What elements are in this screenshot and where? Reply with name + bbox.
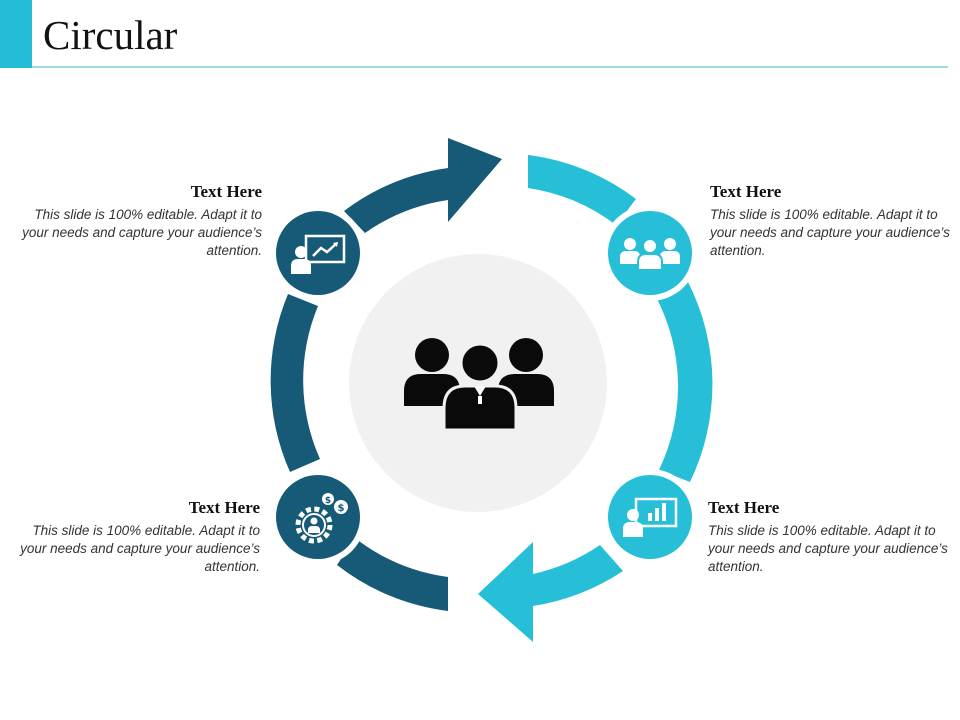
business-team-icon xyxy=(404,338,554,432)
money-gear-icon: $ $ xyxy=(295,493,348,544)
text-block-body: This slide is 100% editable. Adapt it to… xyxy=(20,523,260,574)
text-block-top-right: Text Here This slide is 100% editable. A… xyxy=(710,181,950,260)
text-block-heading: Text Here xyxy=(188,498,260,517)
ring-segment-bottom-left xyxy=(337,538,448,611)
svg-text:$: $ xyxy=(338,503,345,514)
ring-segment-right xyxy=(656,282,713,482)
slide-title: Circular xyxy=(43,12,178,58)
ring-segment-left xyxy=(270,294,320,472)
text-block-bottom-left: Text Here This slide is 100% editable. A… xyxy=(20,497,260,576)
presenter-bar-chart-icon xyxy=(623,497,678,537)
team-group-icon xyxy=(620,238,680,271)
text-block-body: This slide is 100% editable. Adapt it to… xyxy=(22,207,262,258)
title-underline xyxy=(32,66,948,68)
text-block-top-left: Text Here This slide is 100% editable. A… xyxy=(22,181,262,260)
text-block-heading: Text Here xyxy=(708,498,780,517)
text-block-heading: Text Here xyxy=(190,182,262,201)
svg-text:$: $ xyxy=(325,496,331,506)
text-block-body: This slide is 100% editable. Adapt it to… xyxy=(708,523,948,574)
text-block-bottom-right: Text Here This slide is 100% editable. A… xyxy=(708,497,948,576)
text-block-body: This slide is 100% editable. Adapt it to… xyxy=(710,207,950,258)
ring-segment-top-right xyxy=(528,155,636,225)
ring-segment-bottom-right xyxy=(478,542,623,642)
title-accent-bar xyxy=(0,0,32,68)
text-block-heading: Text Here xyxy=(710,182,782,201)
ring-segment-top-left xyxy=(344,138,502,233)
presenter-growth-chart-icon xyxy=(291,234,346,274)
